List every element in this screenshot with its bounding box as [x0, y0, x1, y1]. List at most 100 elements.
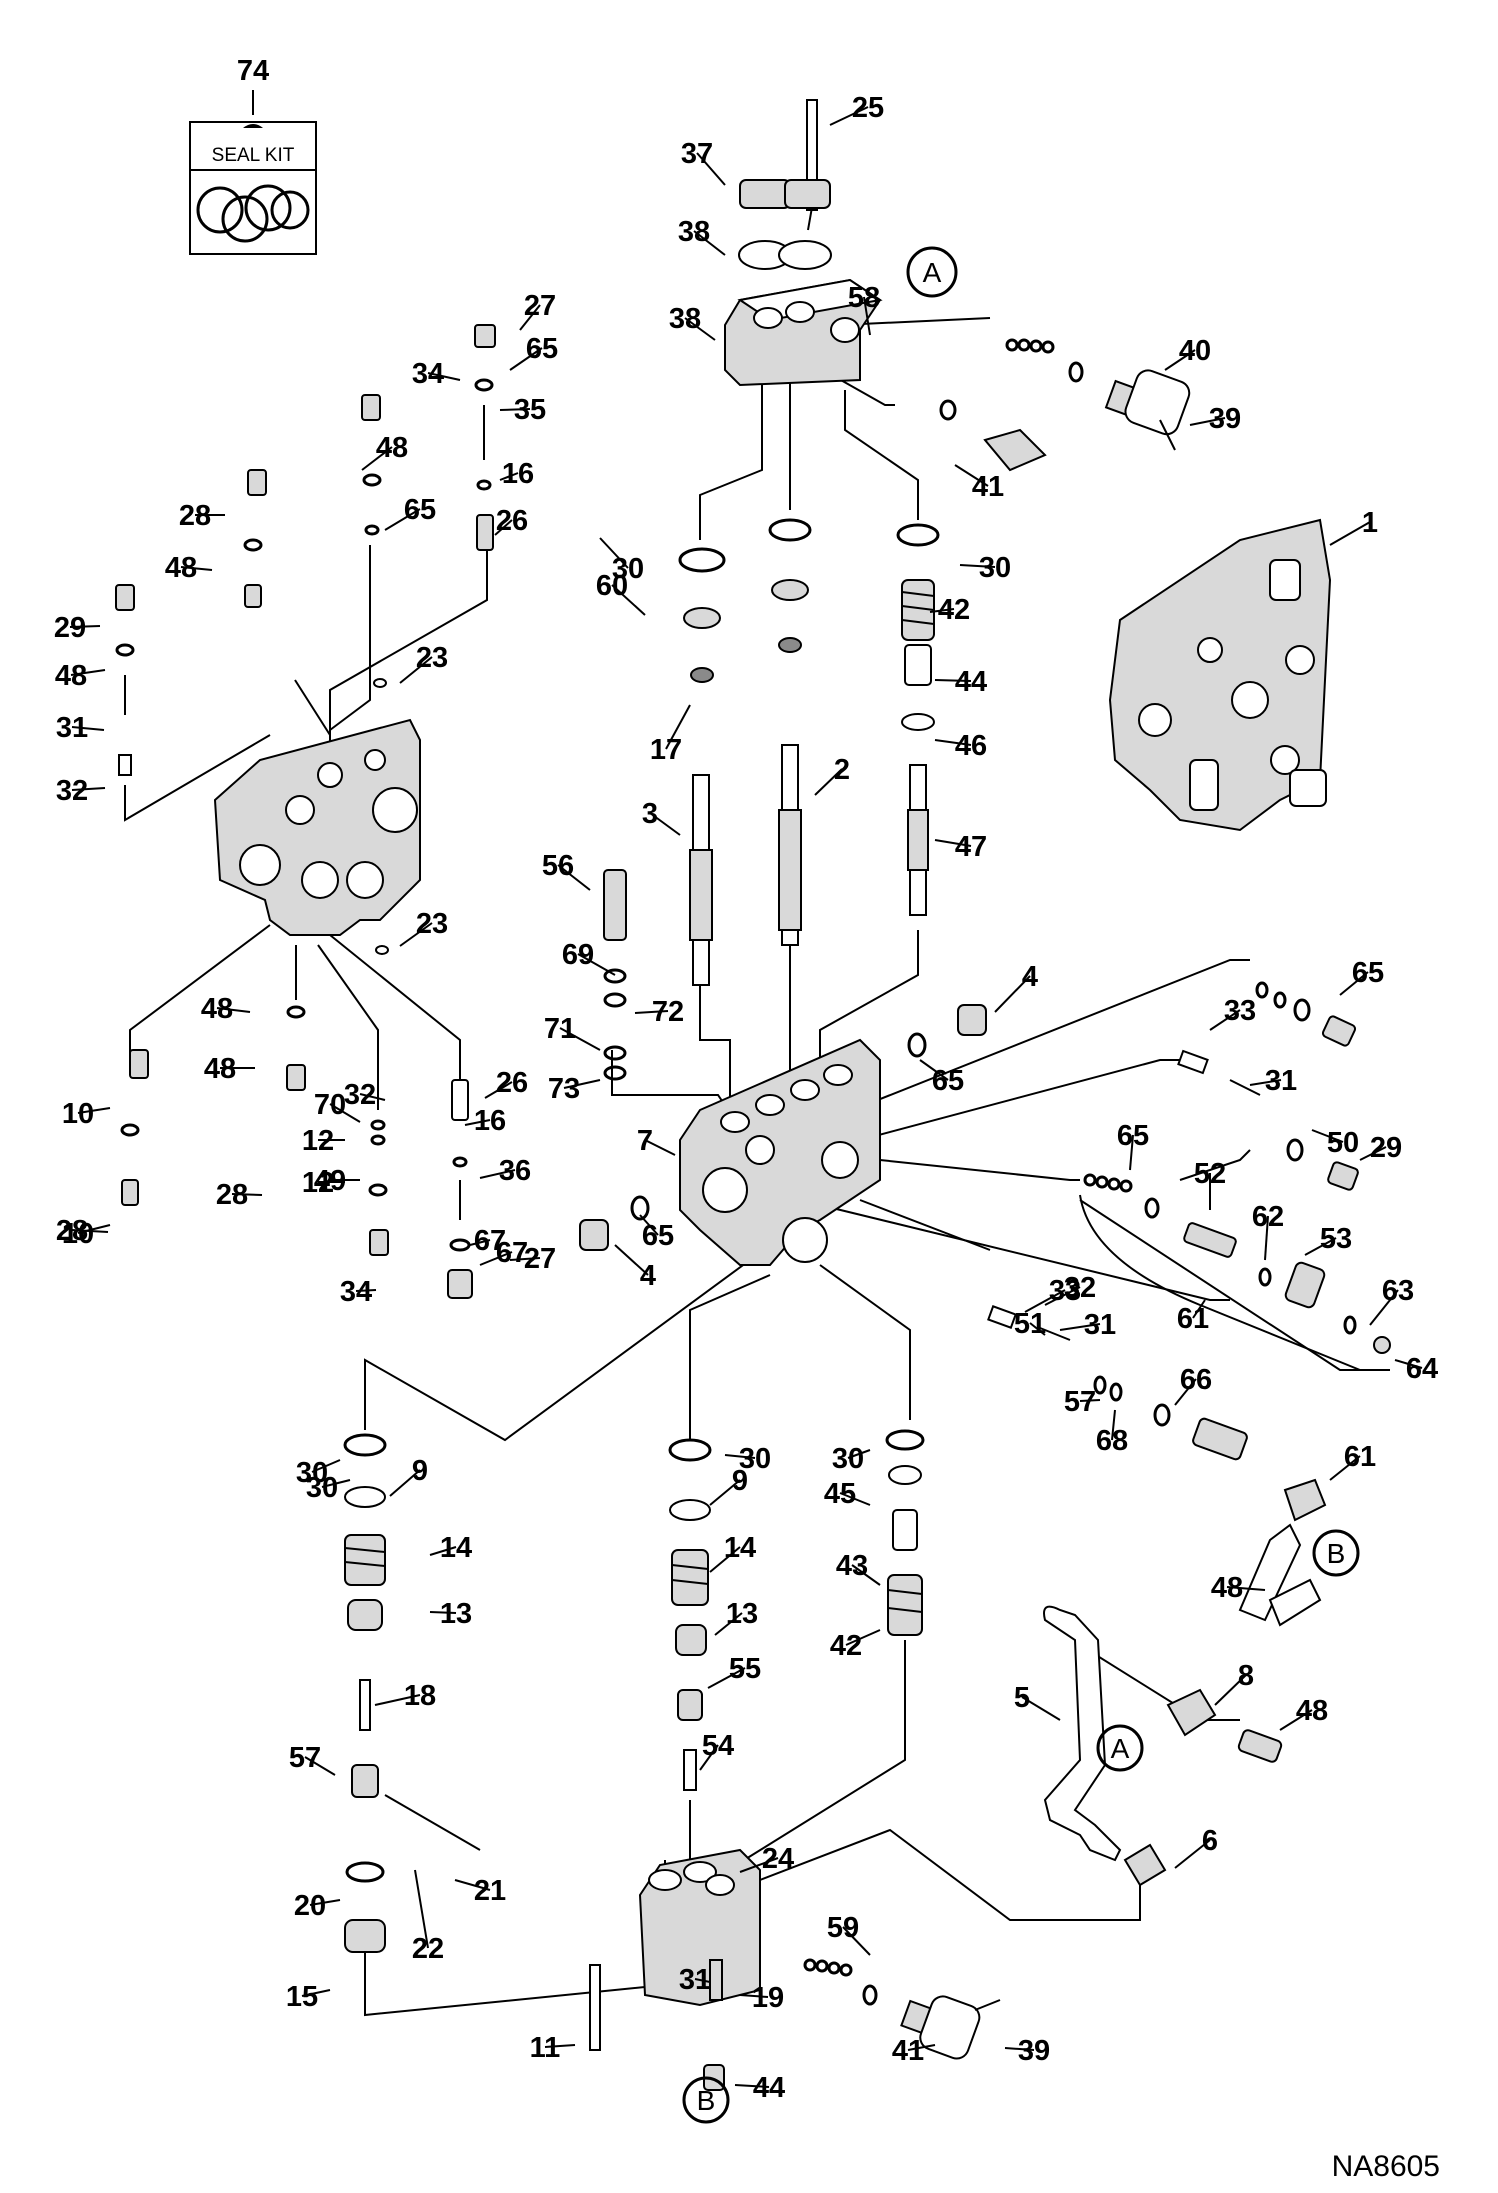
callout-leader — [329, 1103, 361, 1123]
right-side-fittings — [987, 981, 1391, 1627]
callout-leader — [77, 1224, 111, 1234]
callout-number: 52 — [1194, 1158, 1226, 1190]
callout-number: 23 — [416, 908, 448, 940]
seal-kit-box: SEAL KIT 74 — [189, 55, 317, 255]
callout-leader — [839, 1492, 871, 1506]
callout-number: 23 — [416, 642, 448, 674]
callout-number: 19 — [752, 1982, 784, 2014]
callout-number: 28 — [179, 500, 211, 532]
callout-leader — [1329, 521, 1371, 546]
seal-kit-label: SEAL KIT — [212, 145, 295, 166]
callout-number: 48 — [1296, 1695, 1328, 1727]
left-inlet-block — [115, 324, 496, 1299]
callout-leader — [707, 1667, 746, 1689]
callout-leader — [954, 464, 989, 487]
callout-leader — [429, 1611, 457, 1614]
callout-leader — [469, 1239, 491, 1246]
reference-circle-b-right: B — [1312, 1529, 1360, 1577]
callout-leader — [739, 1857, 779, 1873]
callout-number: 42 — [938, 594, 970, 626]
callout-number: 31 — [1084, 1309, 1116, 1341]
callout-number: 38 — [678, 216, 710, 248]
callout-leader — [494, 519, 513, 536]
callout-leader — [845, 1629, 881, 1646]
callout-leader — [1004, 2047, 1035, 2051]
callout-number: 32 — [1064, 1272, 1096, 1304]
callout-leader — [634, 1010, 669, 1014]
callout-leader — [1214, 1674, 1247, 1706]
callout-leader — [519, 304, 541, 331]
callout-leader — [479, 1169, 516, 1179]
callout-number: 72 — [652, 996, 684, 1028]
bottom-spring-stack-center — [668, 1438, 712, 1791]
callout-leader — [499, 472, 519, 481]
callout-leader — [389, 1469, 421, 1497]
callout-leader — [1192, 1299, 1206, 1319]
callout-number: 65 — [1117, 1120, 1149, 1152]
callout-leader — [863, 296, 871, 336]
callout-number: 60 — [596, 570, 628, 602]
callout-leader — [1339, 971, 1369, 996]
callout-leader — [934, 839, 972, 847]
callout-number: 31 — [56, 712, 88, 744]
callout-leader — [724, 1454, 756, 1459]
callout-number: 65 — [404, 494, 436, 526]
callout-number: 9 — [412, 1455, 428, 1487]
callout-number: 3 — [642, 798, 658, 830]
callout-number: 32 — [56, 775, 88, 807]
callout-number: 22 — [412, 1933, 444, 1965]
callout-number: 25 — [852, 92, 884, 124]
callout-leader — [644, 1139, 676, 1156]
callout-leader — [1174, 1378, 1197, 1406]
callout-leader — [1279, 1709, 1313, 1731]
callout-number: 18 — [404, 1680, 436, 1712]
callout-number: 21 — [474, 1875, 506, 1907]
callout-leader — [71, 1229, 109, 1233]
callout-number: 10 — [62, 1098, 94, 1130]
callout-number: 41 — [892, 2035, 924, 2067]
callout-number: 33 — [1224, 995, 1256, 1027]
callout-leader — [216, 1007, 251, 1013]
callout-number: 20 — [294, 1890, 326, 1922]
callout-leader — [649, 812, 681, 836]
callout-number: 48 — [165, 552, 197, 584]
callout-leader — [499, 408, 531, 411]
callout-number: 48 — [1211, 1572, 1243, 1604]
callout-leader — [851, 1564, 881, 1586]
reference-circle-b-bottom: B — [682, 2076, 730, 2124]
callout-number: 38 — [669, 303, 701, 335]
bottom-spring-stack-left — [343, 1433, 481, 1953]
callout-leader — [684, 317, 716, 341]
callout-leader — [304, 1756, 336, 1776]
spool-components — [603, 518, 940, 1081]
callout-leader — [714, 1612, 743, 1636]
callout-leader — [71, 787, 106, 791]
callout-leader — [1189, 417, 1226, 426]
callout-leader — [557, 864, 591, 891]
callout-leader — [301, 1989, 331, 1997]
callout-leader — [614, 1244, 649, 1276]
callout-leader — [959, 564, 996, 568]
callout-leader — [709, 1479, 741, 1506]
callout-number: 44 — [753, 2072, 785, 2104]
callout-number: 12 — [302, 1167, 334, 1199]
callout-leader — [1226, 1586, 1266, 1591]
callout-leader — [929, 608, 955, 613]
callout-number: 73 — [548, 1073, 580, 1105]
main-valve-body — [579, 1004, 987, 1266]
callout-number: 69 — [562, 939, 594, 971]
callout-leader — [71, 726, 105, 731]
svg-text:B: B — [697, 2085, 716, 2116]
svg-text:A: A — [1111, 1733, 1130, 1764]
assembly-lines — [124, 189, 1390, 2017]
callout-number: 9 — [732, 1465, 748, 1497]
callout-leader — [1264, 1215, 1269, 1261]
callout-leader — [479, 1251, 513, 1266]
callout-leader — [374, 1694, 421, 1706]
callout-leader — [559, 1027, 601, 1051]
callout-number: 70 — [314, 1089, 346, 1121]
callout-number: 12 — [302, 1125, 334, 1157]
top-solenoid-assembly — [939, 338, 1191, 472]
callout-number: 55 — [729, 1653, 761, 1685]
